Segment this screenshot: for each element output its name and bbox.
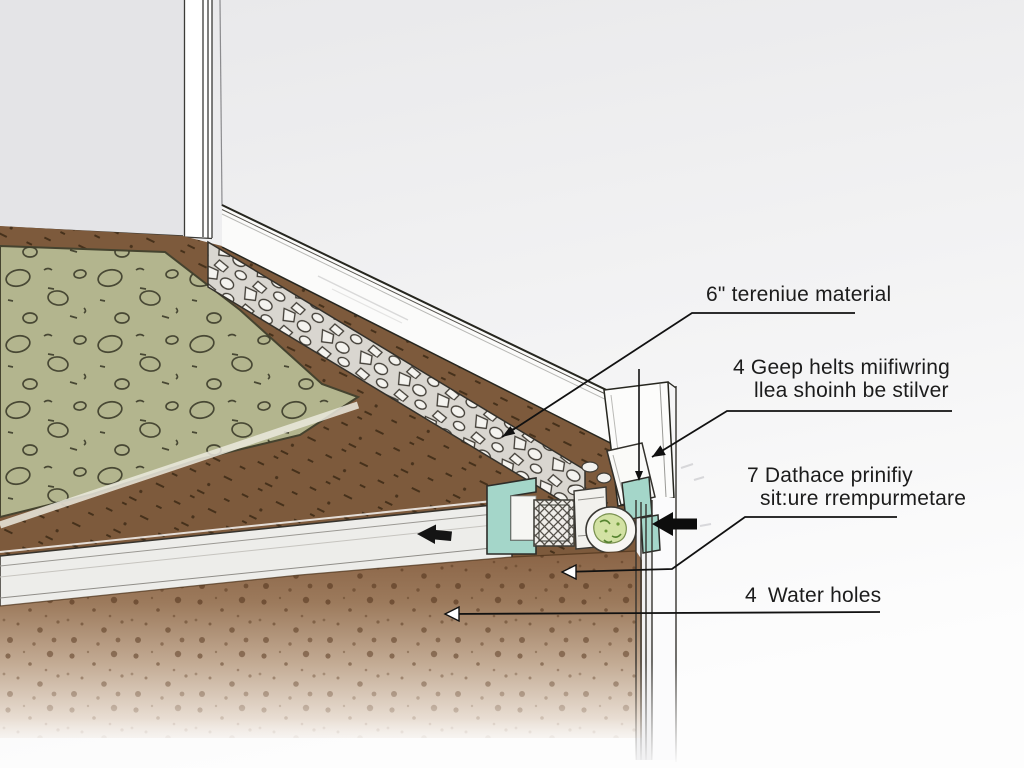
label-water-holes: 4 Water holes xyxy=(745,584,881,607)
flow-arrow-channel xyxy=(417,524,452,544)
label-geep-line1: 4 Geep helts miifiwring xyxy=(733,356,951,379)
label-dathace: 7 Dathace prinifiy sit:ure rrempurmetare xyxy=(747,464,966,510)
leader-geep xyxy=(635,369,952,481)
leader-arrow-geep xyxy=(652,445,666,457)
leader-arrow-terenue xyxy=(502,426,516,437)
label-dathace-line2: sit:ure rrempurmetare xyxy=(760,487,967,510)
label-dathace-line1: 7 Dathace prinifiy xyxy=(747,464,913,487)
label-terenue-material: 6" tereniue material xyxy=(706,283,891,306)
label-geep-line2: llea shoinh be stilver xyxy=(754,379,949,402)
label-water-holes-text: Water holes xyxy=(767,584,882,607)
annotation-leaders xyxy=(443,312,952,623)
flow-arrow-wall-drain xyxy=(652,512,697,536)
gravel-pocket xyxy=(593,513,627,544)
leader-water-holes xyxy=(443,605,881,623)
left-wall-face xyxy=(0,0,184,236)
subsoil xyxy=(0,550,642,738)
label-terenue-text: 6" tereniue material xyxy=(706,283,892,306)
mat-edge-liner xyxy=(0,401,360,529)
leader-arrow-water-holes xyxy=(443,605,460,623)
leader-dathace xyxy=(560,516,897,581)
wall-edge-lines xyxy=(635,386,677,762)
leader-arrow-dathace xyxy=(560,563,577,581)
label-geep-helts: 4 Geep helts miifiwring llea shoinh be s… xyxy=(733,356,950,402)
baseboard xyxy=(221,204,649,463)
wall-scuffs xyxy=(680,463,712,527)
leader-terenue xyxy=(501,312,855,438)
label-water-holes-num: 4 xyxy=(745,584,757,607)
corner-trim xyxy=(183,0,213,240)
baseboard-highlight xyxy=(317,275,409,321)
drainage-mat xyxy=(0,244,361,529)
